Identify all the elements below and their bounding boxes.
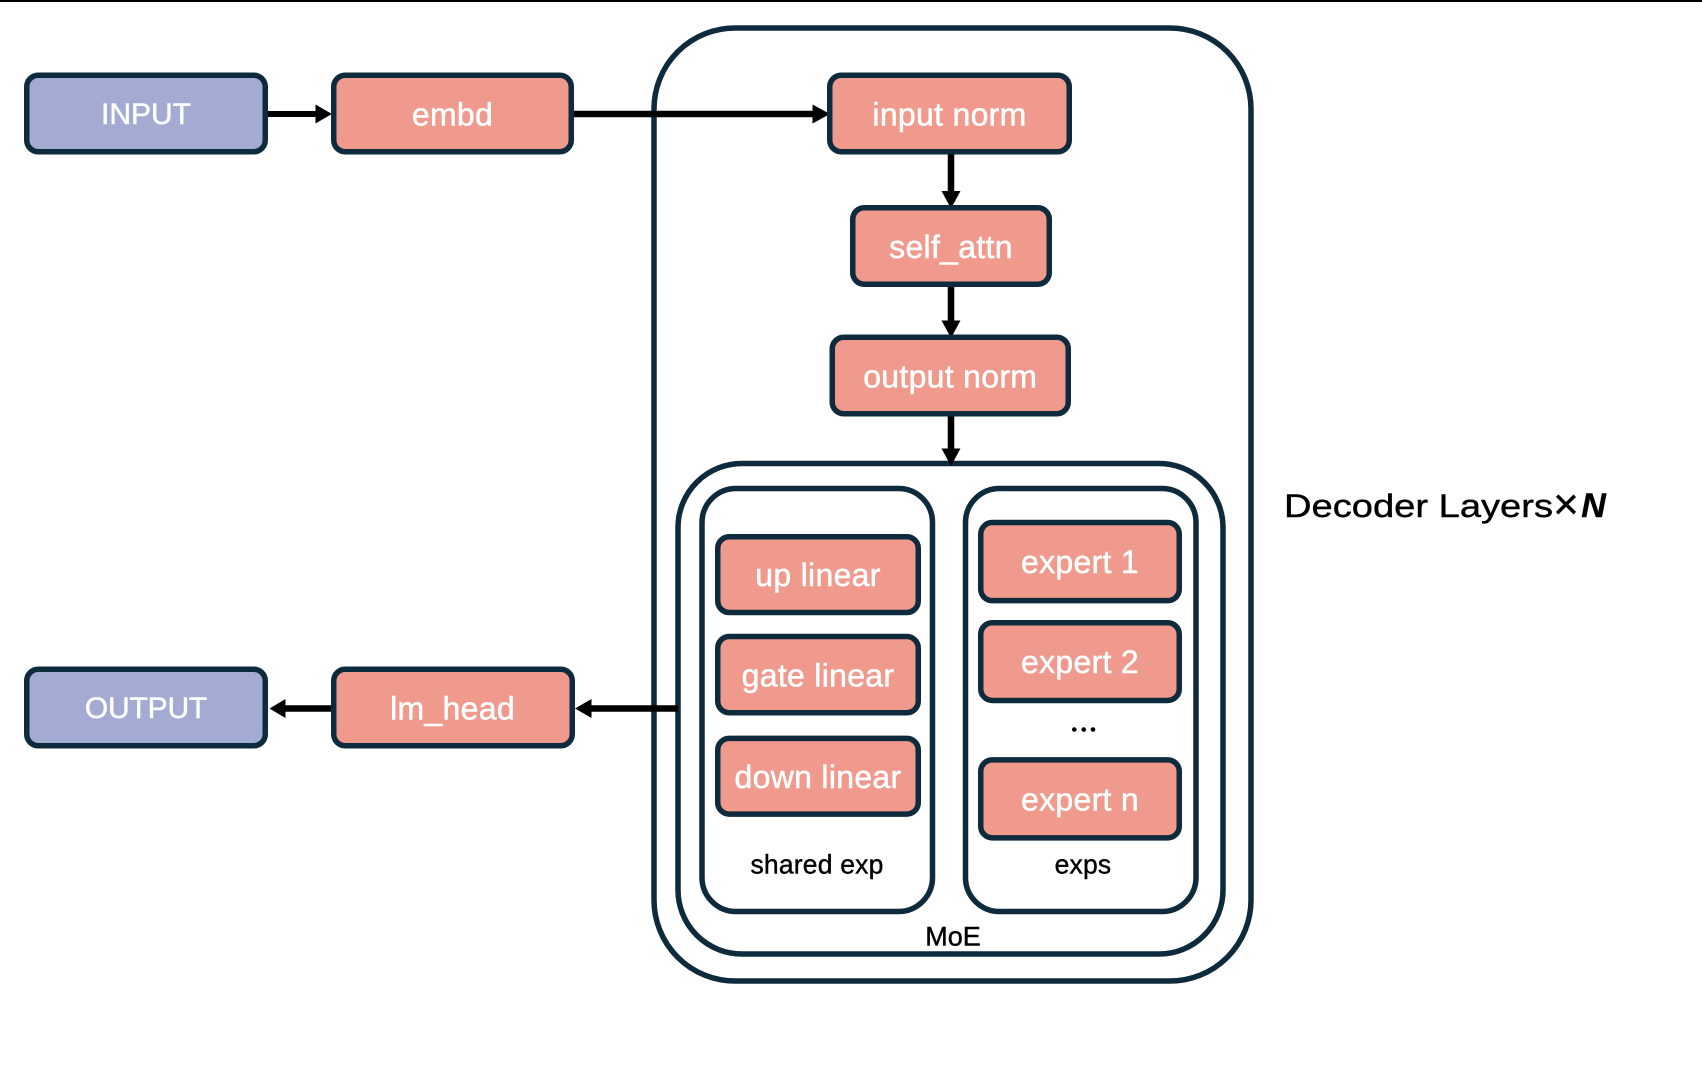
svg-text:exps: exps bbox=[1055, 850, 1112, 880]
svg-text:shared exp: shared exp bbox=[750, 850, 883, 880]
svg-text:expert 1: expert 1 bbox=[1021, 544, 1139, 580]
svg-text:N: N bbox=[1581, 487, 1607, 525]
svg-text:INPUT: INPUT bbox=[101, 98, 191, 131]
svg-text:gate linear: gate linear bbox=[742, 658, 895, 694]
svg-text:output norm: output norm bbox=[863, 359, 1037, 395]
svg-text:×: × bbox=[1553, 480, 1579, 529]
svg-text:up linear: up linear bbox=[755, 557, 880, 593]
svg-text:OUTPUT: OUTPUT bbox=[85, 692, 207, 725]
svg-text:expert n: expert n bbox=[1021, 782, 1139, 818]
svg-text:embd: embd bbox=[412, 97, 493, 133]
svg-text:down linear: down linear bbox=[735, 759, 902, 795]
svg-text:Decoder Layers: Decoder Layers bbox=[1284, 488, 1553, 524]
svg-text:input norm: input norm bbox=[872, 97, 1026, 133]
svg-text:lm_head: lm_head bbox=[390, 691, 515, 727]
svg-text:MoE: MoE bbox=[925, 922, 981, 952]
svg-text:expert 2: expert 2 bbox=[1021, 644, 1139, 680]
svg-text:self_attn: self_attn bbox=[889, 229, 1013, 265]
